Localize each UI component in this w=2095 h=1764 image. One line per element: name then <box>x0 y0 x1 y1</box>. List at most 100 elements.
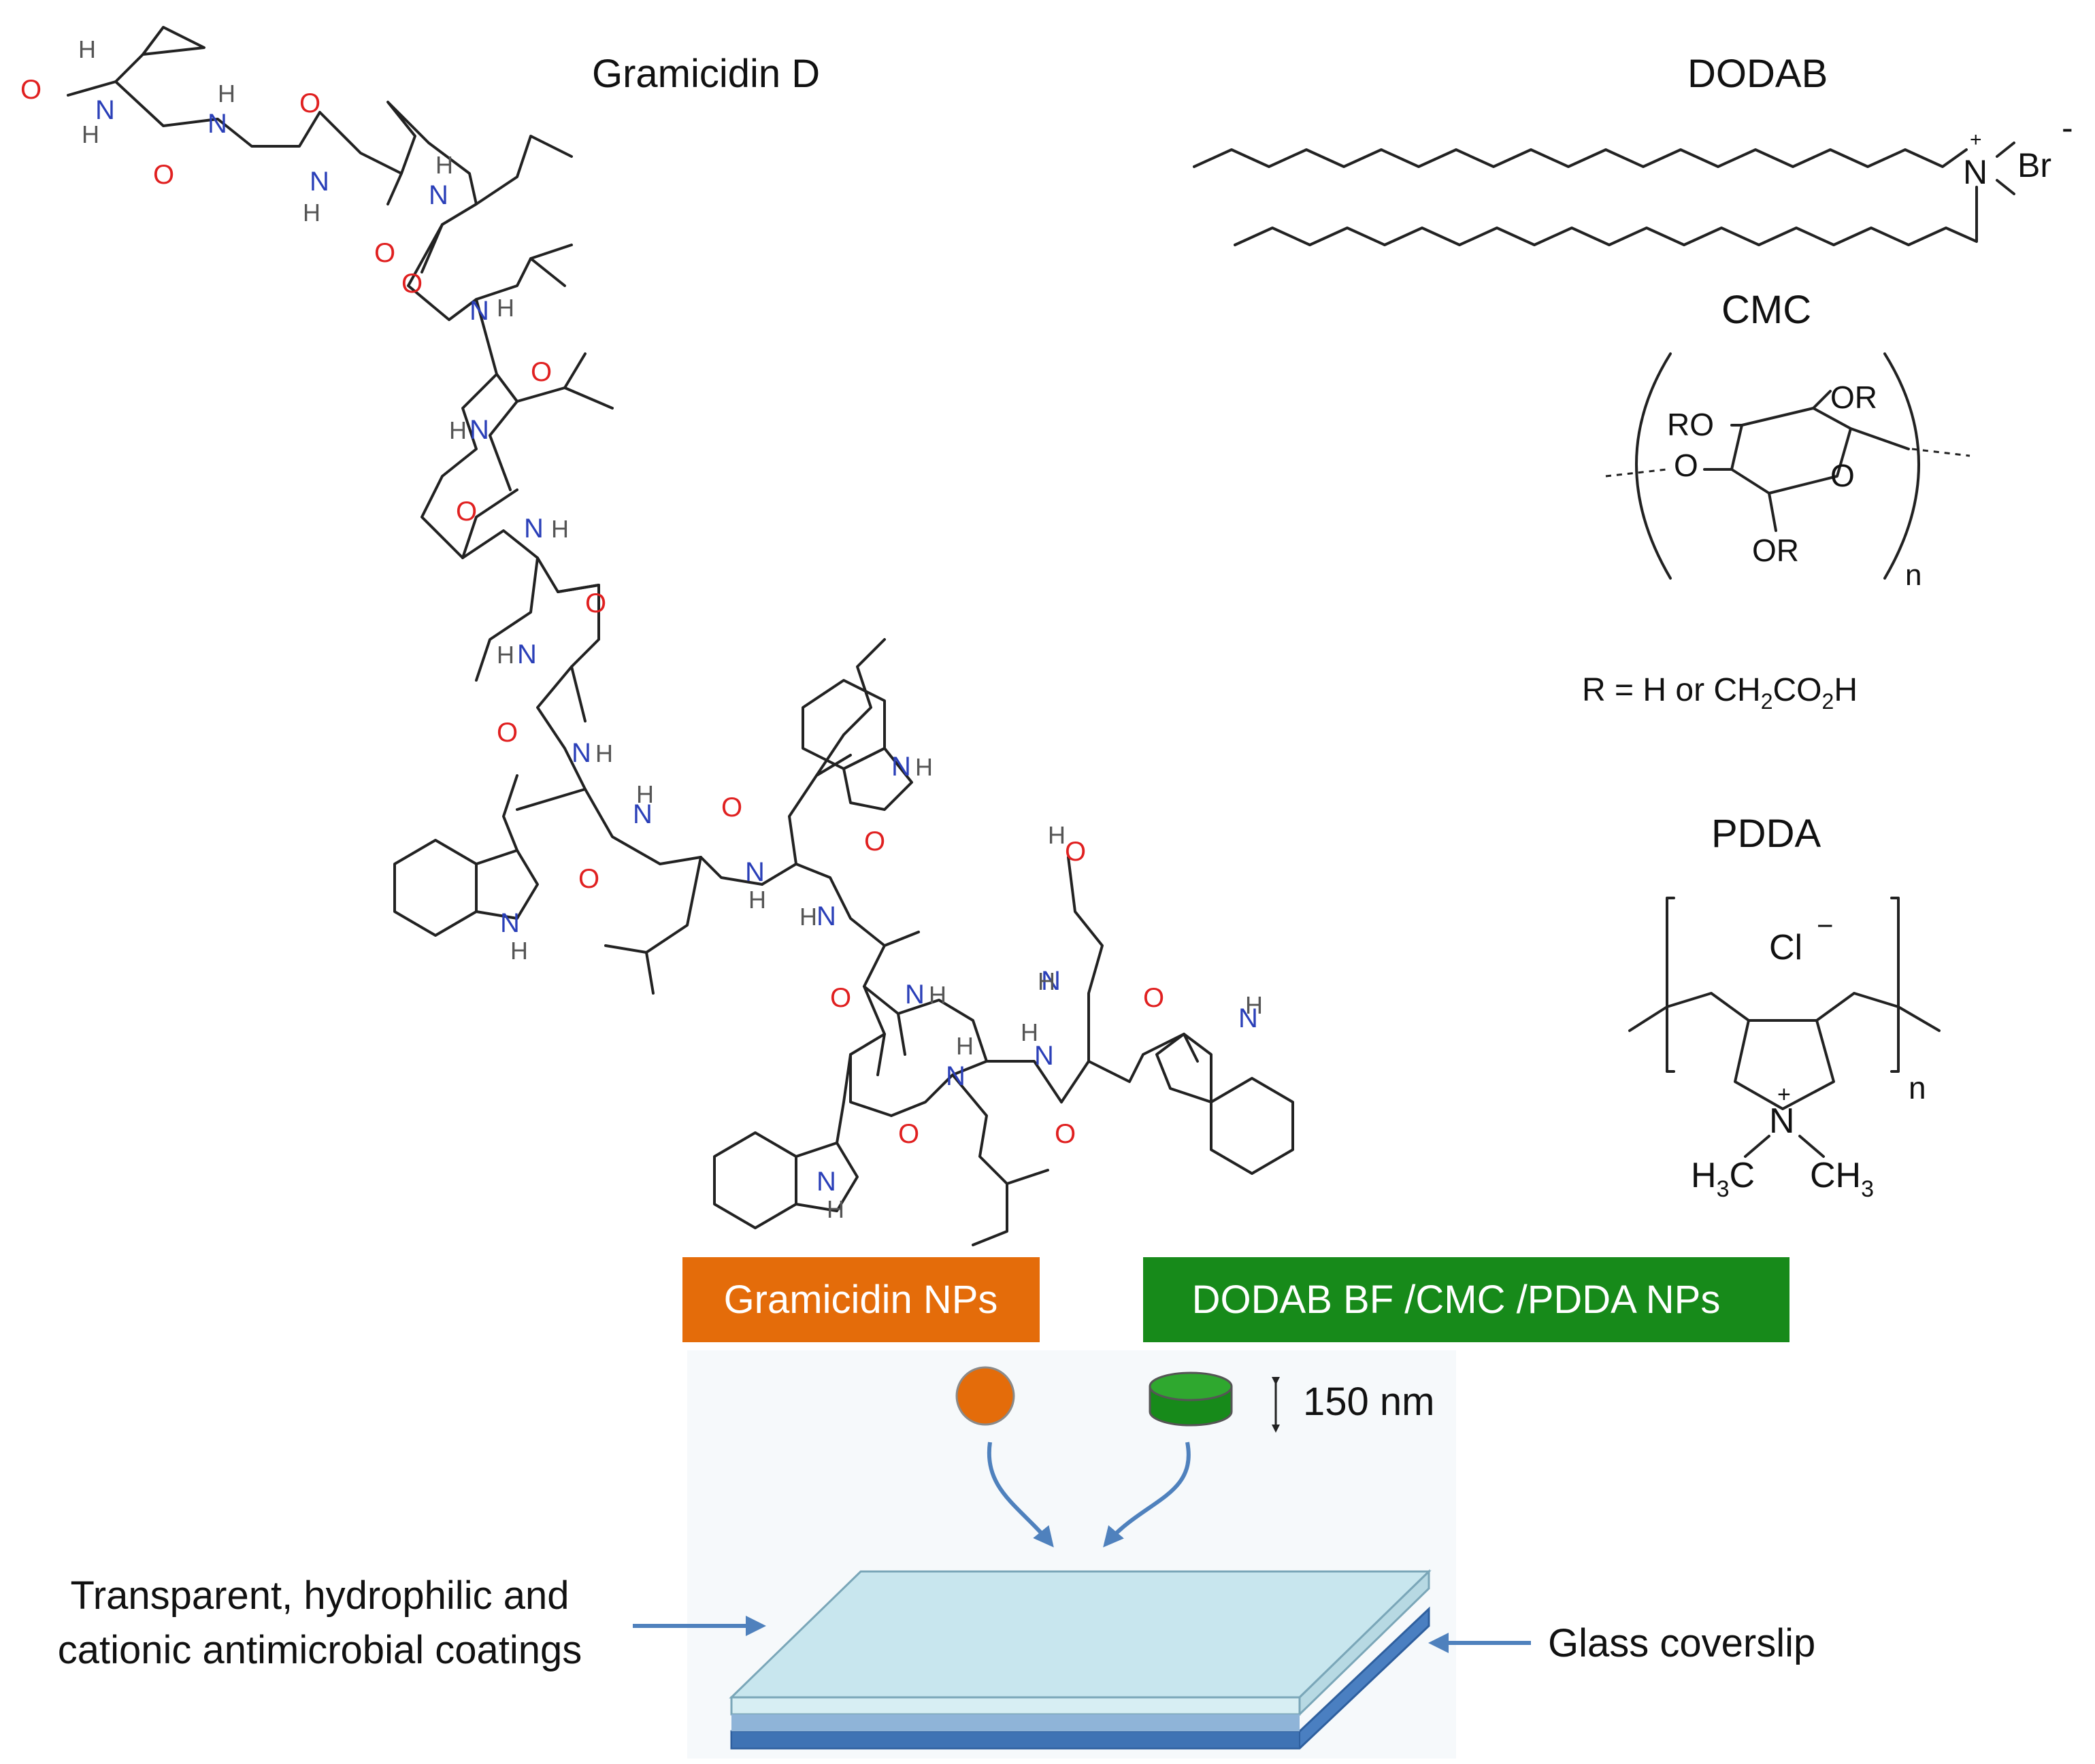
dodab-np-label-box: DODAB BF /CMC /PDDA NPs <box>1143 1257 1789 1342</box>
svg-text:N: N <box>891 752 911 782</box>
svg-text:O: O <box>497 718 518 748</box>
cmc-or-top: OR <box>1830 380 1877 415</box>
dodab-chain-top <box>1193 148 1968 168</box>
svg-text:H: H <box>915 753 933 781</box>
svg-text:N: N <box>429 180 448 210</box>
svg-text:O: O <box>374 238 395 268</box>
svg-text:N: N <box>469 296 489 326</box>
svg-text:O: O <box>1065 837 1086 867</box>
svg-text:N: N <box>633 799 653 829</box>
dodab-chain-bottom <box>1234 186 1978 246</box>
dodab-counter-charge: - <box>2062 109 2073 147</box>
gramicidin-atoms: O N H H O N H O N H O N H O N H O N H O … <box>20 35 1263 1223</box>
dodab-structure: DODAB N + Br - <box>1193 52 2073 246</box>
pdda-right-methyl: CH3 <box>1810 1156 1874 1202</box>
cmc-link-o: O <box>1674 448 1698 483</box>
dodab-np-label: DODAB BF /CMC /PDDA NPs <box>1192 1278 1721 1322</box>
svg-text:H: H <box>636 780 654 808</box>
svg-text:O: O <box>531 357 552 387</box>
size-label: 150 nm <box>1303 1380 1434 1424</box>
svg-text:H: H <box>435 151 453 179</box>
svg-text:O: O <box>898 1119 919 1149</box>
svg-text:O: O <box>1055 1119 1076 1149</box>
cmc-title: CMC <box>1721 288 1811 332</box>
svg-text:O: O <box>401 269 423 299</box>
cmc-substituent-note: R = H or CH2CO2H <box>1582 672 1858 714</box>
svg-text:H: H <box>929 981 946 1009</box>
cmc-repeat: n <box>1905 559 1921 592</box>
svg-text:N: N <box>517 639 537 669</box>
svg-text:H: H <box>827 1195 844 1223</box>
gramicidin-title: Gramicidin D <box>592 52 820 96</box>
svg-text:H: H <box>497 641 514 669</box>
svg-text:N: N <box>572 738 591 768</box>
coverslip-label: Glass coverslip <box>1548 1621 1815 1665</box>
svg-text:H: H <box>1021 1018 1038 1046</box>
svg-text:H: H <box>956 1032 974 1060</box>
svg-text:O: O <box>864 827 885 856</box>
svg-text:H: H <box>551 515 569 543</box>
pdda-left-methyl: H3C <box>1691 1156 1755 1202</box>
dodab-n-atom: N <box>1963 153 1987 191</box>
svg-text:N: N <box>1238 1003 1258 1033</box>
svg-text:H: H <box>303 199 320 227</box>
svg-text:H: H <box>497 294 514 322</box>
svg-text:H: H <box>1048 821 1066 849</box>
dodab-title: DODAB <box>1687 52 1828 96</box>
svg-text:O: O <box>20 75 42 105</box>
cmc-ring-o: O <box>1830 458 1855 493</box>
glass-coverslip <box>729 1569 1432 1750</box>
svg-text:H: H <box>1245 991 1263 1019</box>
svg-text:H: H <box>748 886 766 914</box>
svg-text:N: N <box>208 109 227 139</box>
svg-text:H: H <box>1038 967 1055 995</box>
gramicidin-np-label-box: Gramicidin NPs <box>682 1257 1040 1342</box>
coating-label-line2: cationic antimicrobial coatings <box>58 1628 582 1672</box>
svg-text:N: N <box>816 1167 836 1197</box>
svg-text:N: N <box>745 857 765 887</box>
pdda-counter-ion: Cl <box>1769 928 1802 967</box>
pdda-n-charge: + <box>1777 1082 1791 1108</box>
svg-text:O: O <box>1143 983 1164 1013</box>
svg-text:O: O <box>578 864 599 894</box>
svg-text:N: N <box>1034 1041 1054 1071</box>
svg-text:N: N <box>905 980 925 1010</box>
svg-text:N: N <box>1041 966 1061 996</box>
svg-text:N: N <box>816 901 836 931</box>
svg-text:H: H <box>595 739 613 767</box>
pdda-structure: PDDA Cl − + N n H3C CH3 <box>1628 812 1941 1202</box>
svg-text:O: O <box>299 88 320 118</box>
svg-text:H: H <box>449 416 467 444</box>
coating-label-line1: Transparent, hydrophilic and <box>71 1574 570 1618</box>
cmc-or-bottom: OR <box>1752 533 1799 568</box>
svg-text:N: N <box>500 908 520 938</box>
svg-text:H: H <box>78 35 96 63</box>
svg-text:N: N <box>95 95 115 125</box>
dodab-counter-ion: Br <box>2017 146 2051 184</box>
pdda-title: PDDA <box>1711 812 1821 856</box>
svg-text:H: H <box>799 903 817 931</box>
cmc-ro-label: RO <box>1667 407 1714 442</box>
gramicidin-np-label: Gramicidin NPs <box>724 1278 998 1322</box>
pdda-repeat: n <box>1909 1070 1926 1105</box>
dodab-n-charge: + <box>1970 129 1982 151</box>
dodab-nanoparticle <box>1149 1371 1233 1427</box>
svg-text:O: O <box>456 497 477 527</box>
svg-text:O: O <box>153 160 174 190</box>
pdda-n-atom: N <box>1769 1101 1795 1141</box>
svg-text:H: H <box>82 120 99 148</box>
cmc-structure: CMC RO OR O O OR n R = H or CH2CO2H <box>1582 288 1970 714</box>
svg-text:O: O <box>830 983 851 1013</box>
pdda-counter-charge: − <box>1817 910 1834 942</box>
gramicidin-structure: Gramicidin D <box>20 26 1294 1246</box>
svg-text:N: N <box>469 415 489 445</box>
svg-text:O: O <box>585 588 606 618</box>
svg-text:O: O <box>721 793 742 822</box>
svg-text:N: N <box>946 1061 966 1091</box>
svg-text:H: H <box>218 80 235 107</box>
svg-text:H: H <box>510 937 528 965</box>
dodab-np-arrow <box>1103 1442 1191 1548</box>
gramicidin-nanoparticle <box>955 1366 1015 1426</box>
svg-text:N: N <box>310 167 329 197</box>
